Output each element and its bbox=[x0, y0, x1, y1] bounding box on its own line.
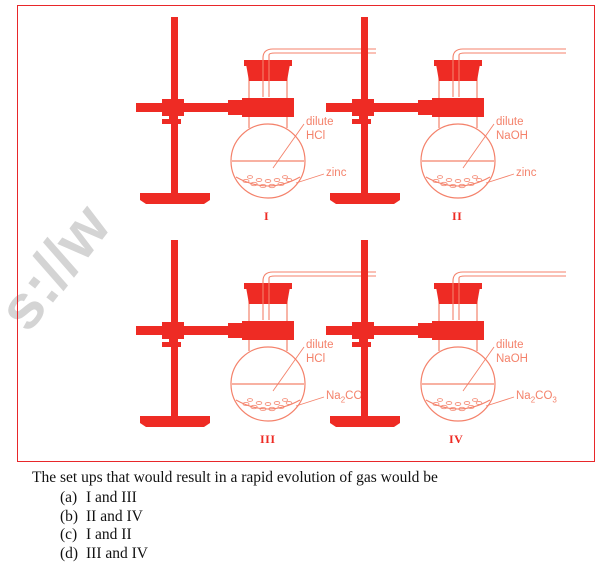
solid-label-sub1: 2 bbox=[340, 395, 346, 405]
liquid-label: dilute HCl bbox=[306, 339, 334, 366]
apparatus-setup-4: dilute NaOH Na2CO3 IV bbox=[308, 234, 568, 454]
apparatus-grid: dilute HCl zinc I bbox=[18, 6, 594, 461]
figure-panel: dilute HCl zinc I bbox=[17, 5, 595, 462]
flask-icon bbox=[420, 290, 496, 422]
option-c[interactable]: (c) I and II bbox=[60, 526, 148, 545]
stopper-icon bbox=[244, 60, 292, 81]
solid-label-main: zinc bbox=[326, 167, 347, 179]
clamp-jaw-icon bbox=[432, 98, 484, 117]
liquid-label-line2: NaOH bbox=[496, 352, 528, 365]
delivery-tube-icon bbox=[452, 48, 566, 97]
stopper-icon bbox=[434, 283, 482, 304]
apparatus-diagram-icon bbox=[326, 240, 566, 427]
option-d[interactable]: (d) III and IV bbox=[60, 545, 148, 564]
setup-numeral: II bbox=[452, 209, 463, 223]
apparatus-setup-3: dilute HCl Na2CO3 III bbox=[118, 234, 378, 454]
solid-label: zinc bbox=[326, 167, 346, 184]
delivery-tube-icon bbox=[452, 271, 566, 320]
question-stem: The set ups that would result in a rapid… bbox=[32, 469, 438, 486]
option-d-key: (d) bbox=[60, 544, 79, 562]
option-c-key: (c) bbox=[60, 526, 78, 544]
apparatus-diagram-icon bbox=[326, 17, 566, 204]
flask-icon bbox=[230, 290, 306, 422]
option-c-text: I and II bbox=[86, 526, 132, 544]
liquid-label-line2: HCl bbox=[306, 129, 326, 142]
option-b-text: II and IV bbox=[86, 507, 143, 525]
options-list: (a) I and III (b) II and IV (c) I and II… bbox=[60, 489, 148, 563]
liquid-label: dilute HCl bbox=[306, 116, 334, 143]
solid-label-sub2: 3 bbox=[552, 395, 557, 405]
apparatus-diagram-icon bbox=[136, 240, 376, 427]
liquid-label-line2: HCl bbox=[306, 352, 326, 365]
liquid-label-line1: dilute bbox=[306, 339, 334, 351]
liquid-label-line1: dilute bbox=[496, 339, 524, 351]
liquid-label-line1: dilute bbox=[306, 116, 334, 128]
liquid-label: dilute NaOH bbox=[496, 116, 528, 143]
liquid-label-line2: NaOH bbox=[496, 129, 528, 142]
solid-sediment-icon bbox=[425, 175, 491, 189]
solid-label-mid: CO bbox=[535, 390, 553, 402]
setup-numeral: III bbox=[260, 432, 276, 446]
setup-numeral: IV bbox=[449, 432, 464, 446]
solid-label: Na2CO3 bbox=[516, 390, 557, 407]
solid-sediment-icon bbox=[235, 175, 301, 189]
leader-lines-icon bbox=[462, 123, 515, 184]
setup-numeral: I bbox=[264, 209, 270, 223]
leader-lines-icon bbox=[272, 123, 325, 184]
option-d-text: III and IV bbox=[86, 544, 148, 562]
liquid-label: dilute NaOH bbox=[496, 339, 528, 366]
solid-label-sub1: 2 bbox=[530, 395, 536, 405]
clamp-jaw-icon bbox=[432, 321, 484, 340]
solid-sediment-icon bbox=[235, 398, 301, 412]
leader-lines-icon bbox=[462, 346, 515, 407]
apparatus-setup-2: dilute NaOH zinc II bbox=[308, 11, 568, 231]
watermark-top: w.s bbox=[370, 0, 486, 2]
apparatus-diagram-icon bbox=[136, 17, 376, 204]
option-a[interactable]: (a) I and III bbox=[60, 489, 148, 508]
stopper-icon bbox=[434, 60, 482, 81]
liquid-label-line1: dilute bbox=[496, 116, 524, 128]
solid-label-main: Na bbox=[326, 390, 341, 402]
solid-label-main: zinc bbox=[516, 167, 537, 179]
stopper-icon bbox=[244, 283, 292, 304]
solid-label-mid: CO bbox=[345, 390, 363, 402]
apparatus-setup-1: dilute HCl zinc I bbox=[118, 11, 378, 231]
delivery-tube-icon bbox=[262, 48, 376, 97]
flask-icon bbox=[230, 67, 306, 199]
solid-sediment-icon bbox=[425, 398, 491, 412]
flask-icon bbox=[420, 67, 496, 199]
clamp-jaw-icon bbox=[242, 98, 294, 117]
solid-label: zinc bbox=[516, 167, 536, 184]
solid-label-main: Na bbox=[516, 390, 531, 402]
option-b-key: (b) bbox=[60, 507, 79, 525]
delivery-tube-icon bbox=[262, 271, 376, 320]
clamp-jaw-icon bbox=[242, 321, 294, 340]
option-a-key: (a) bbox=[60, 489, 78, 506]
leader-lines-icon bbox=[272, 346, 325, 407]
option-a-text: I and III bbox=[86, 489, 137, 506]
option-b[interactable]: (b) II and IV bbox=[60, 508, 148, 527]
